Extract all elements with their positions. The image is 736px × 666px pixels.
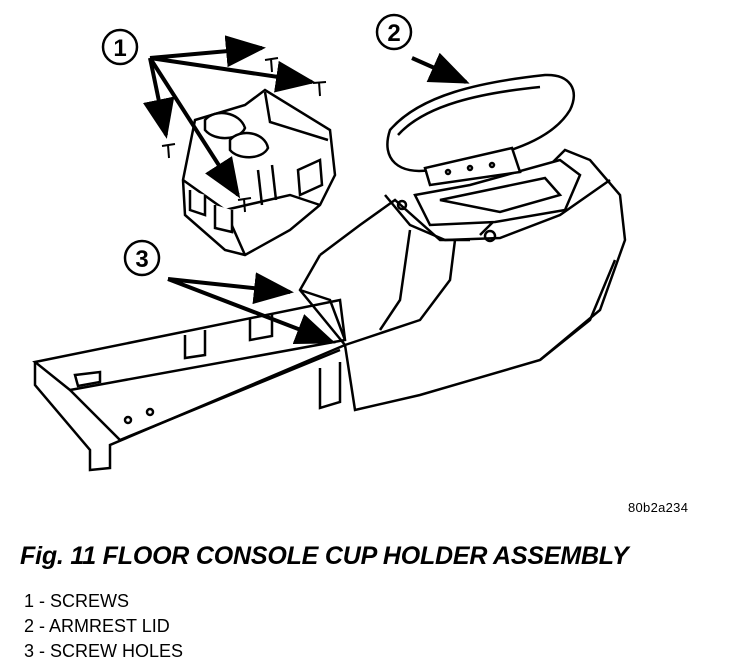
callout-2: 2 [375,13,470,84]
legend-item: 2 - ARMREST LID [24,616,170,636]
legend-item: 1 - SCREWS [24,591,130,611]
cup-holder [181,88,337,257]
figure-caption: Fig. 11 FLOOR CONSOLE CUP HOLDER ASSEMBL… [20,542,629,570]
figure-reference-code: 80b2a234 [628,500,689,515]
console-body [298,148,627,412]
legend-list: 1 - SCREWS 2 - ARMREST LID 3 - SCREW HOL… [24,589,183,664]
legend-item: 3 - SCREW HOLES [24,641,184,661]
callout-2-number: 2 [387,20,400,47]
callout-3: 3 [123,239,336,345]
callout-3-number: 3 [135,246,148,273]
screws [161,57,327,213]
callout-1-number: 1 [113,35,126,62]
callout-1: 1 [101,28,316,199]
console-assembly-diagram: 1 2 3 [32,13,627,472]
armrest-lid [386,73,576,187]
console-base-frame [32,298,347,472]
